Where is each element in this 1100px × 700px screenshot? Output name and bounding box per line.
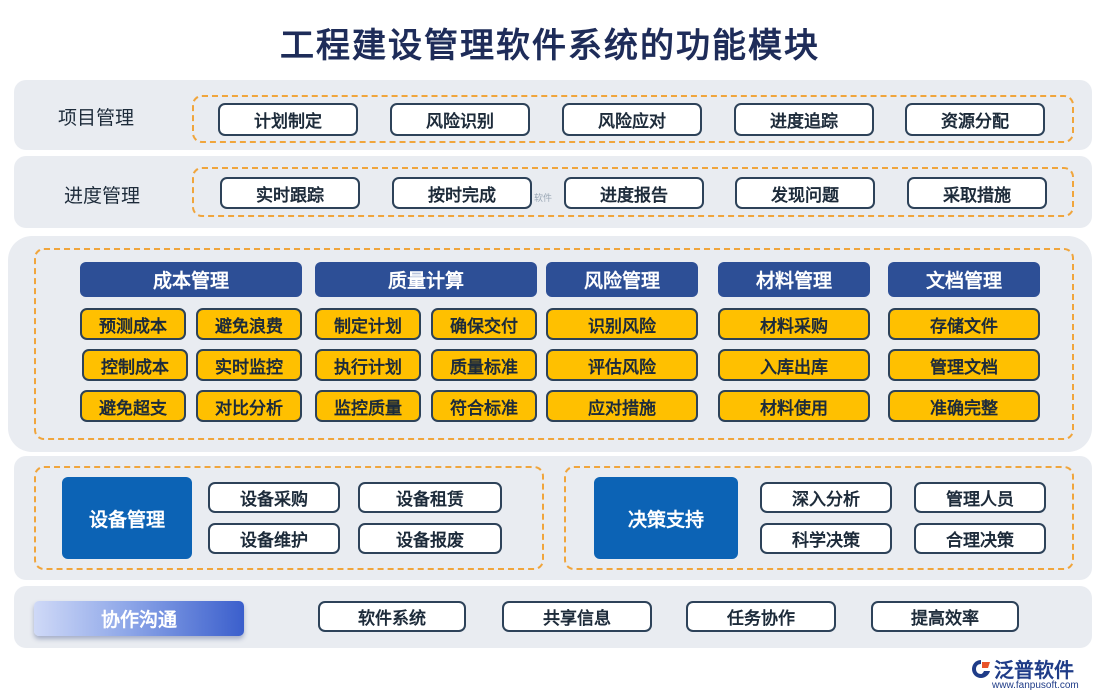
document-item-3: 准确完整 [888, 390, 1040, 422]
risk-item-2: 评估风险 [546, 349, 698, 381]
modules-dashed-box [34, 248, 1074, 440]
progress-item-4: 发现问题 [735, 177, 875, 209]
cost-item-5: 避免超支 [80, 390, 186, 422]
module-title-quality: 质量计算 [315, 262, 537, 297]
decision-dashed-box [564, 466, 1074, 570]
project-dashed-box [192, 95, 1074, 143]
document-item-1: 存储文件 [888, 308, 1040, 340]
progress-item-5: 采取措施 [907, 177, 1047, 209]
logo-name: 泛普软件 [994, 658, 1074, 682]
progress-label: 进度管理 [64, 185, 141, 207]
fanpu-logo-icon [972, 660, 990, 678]
decision-item-4: 合理决策 [914, 523, 1046, 554]
material-item-1: 材料采购 [718, 308, 870, 340]
document-item-2: 管理文档 [888, 349, 1040, 381]
material-item-2: 入库出库 [718, 349, 870, 381]
page-title: 工程建设管理软件系统的功能模块 [280, 26, 820, 66]
collab-title: 协作沟通 [34, 601, 244, 636]
collab-item-2: 共享信息 [502, 601, 652, 632]
module-title-document: 文档管理 [888, 262, 1040, 297]
equipment-item-1: 设备采购 [208, 482, 340, 513]
logo-url: www.fanpusoft.com [992, 680, 1079, 691]
quality-item-2: 确保交付 [431, 308, 537, 340]
collab-item-3: 任务协作 [686, 601, 836, 632]
quality-item-6: 符合标准 [431, 390, 537, 422]
progress-item-1: 实时跟踪 [220, 177, 360, 209]
quality-item-1: 制定计划 [315, 308, 421, 340]
progress-dashed-box [192, 167, 1074, 217]
watermark-text: 软件 [534, 193, 553, 203]
progress-item-3: 进度报告 [564, 177, 704, 209]
equipment-item-4: 设备报废 [358, 523, 502, 554]
quality-item-5: 监控质量 [315, 390, 421, 422]
collab-item-4: 提高效率 [871, 601, 1019, 632]
project-item-3: 风险应对 [562, 103, 702, 136]
cost-item-3: 控制成本 [82, 349, 188, 381]
cost-item-6: 对比分析 [196, 390, 302, 422]
equipment-item-3: 设备维护 [208, 523, 340, 554]
equipment-dashed-box [34, 466, 544, 570]
module-title-cost: 成本管理 [80, 262, 302, 297]
decision-title: 决策支持 [594, 477, 738, 559]
decision-item-2: 管理人员 [914, 482, 1046, 513]
material-item-3: 材料使用 [718, 390, 870, 422]
quality-item-4: 质量标准 [431, 349, 537, 381]
collab-item-1: 软件系统 [318, 601, 466, 632]
module-title-material: 材料管理 [718, 262, 870, 297]
decision-item-3: 科学决策 [760, 523, 892, 554]
project-item-5: 资源分配 [905, 103, 1045, 136]
project-label: 项目管理 [58, 107, 135, 129]
decision-item-1: 深入分析 [760, 482, 892, 513]
risk-item-3: 应对措施 [546, 390, 698, 422]
progress-item-2: 按时完成 [392, 177, 532, 209]
project-item-1: 计划制定 [218, 103, 358, 136]
cost-item-1: 预测成本 [80, 308, 186, 340]
quality-item-3: 执行计划 [315, 349, 421, 381]
equipment-title: 设备管理 [62, 477, 192, 559]
cost-item-4: 实时监控 [196, 349, 302, 381]
project-item-4: 进度追踪 [734, 103, 874, 136]
module-title-risk: 风险管理 [546, 262, 698, 297]
cost-item-2: 避免浪费 [196, 308, 302, 340]
risk-item-1: 识别风险 [546, 308, 698, 340]
fanpu-logo: 泛普软件 www.fanpusoft.com [968, 652, 1092, 696]
equipment-item-2: 设备租赁 [358, 482, 502, 513]
project-item-2: 风险识别 [390, 103, 530, 136]
equip-decision-band [14, 456, 1092, 580]
